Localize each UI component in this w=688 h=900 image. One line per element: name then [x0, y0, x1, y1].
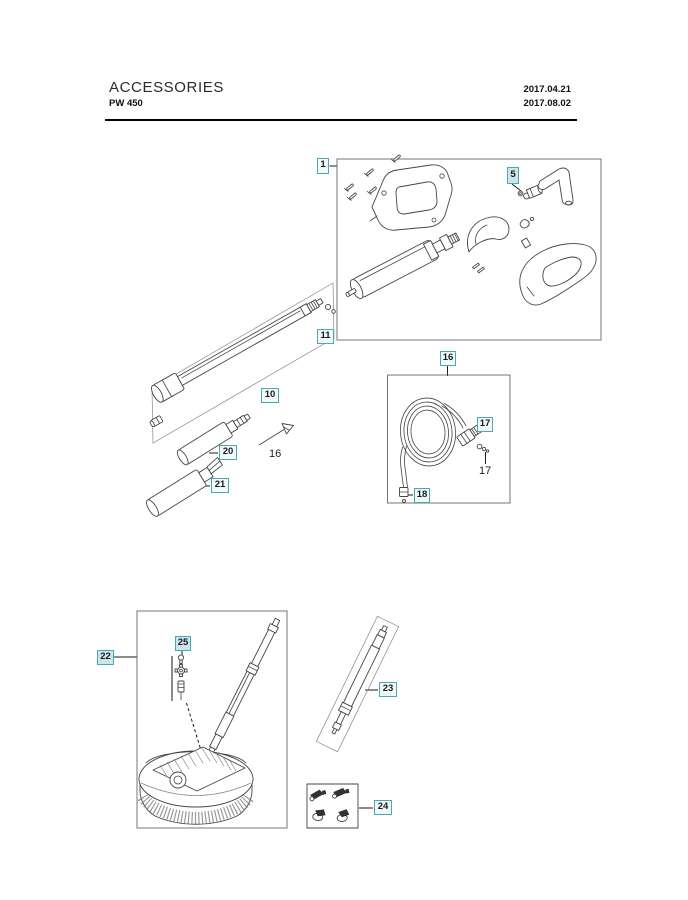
- callout-24: 24: [374, 800, 392, 815]
- label-16: 16: [269, 448, 282, 460]
- part-cleaning-needle: [258, 423, 294, 446]
- figure-gun-assembly: [336, 154, 602, 341]
- callout-10: 10: [261, 388, 279, 403]
- callout-16: 16: [440, 351, 456, 366]
- figure-extension-lance: [315, 615, 400, 753]
- callout-25: 25: [175, 636, 191, 651]
- callout-20: 20: [219, 445, 237, 460]
- part-cleaner-lance: [207, 617, 281, 755]
- callout-18: 18: [414, 488, 430, 503]
- part-trigger-lock: [472, 216, 535, 274]
- part-gun-handle: [519, 243, 597, 306]
- part-lance-nut: [149, 415, 164, 428]
- part-gun-backplate: [369, 164, 453, 231]
- figure-hose-kit: [387, 374, 511, 504]
- part-hose-end: [399, 487, 409, 503]
- part-flat-nozzle: [146, 456, 223, 517]
- part-hose-coupling: [456, 424, 490, 453]
- part-screws: [343, 154, 401, 201]
- revision-date-2: 2017.08.02: [523, 98, 571, 109]
- callout-21: 21: [211, 478, 229, 493]
- callout-11: 11: [317, 329, 334, 344]
- figure-nozzle-kit: [306, 783, 359, 829]
- page-title: ACCESSORIES: [109, 79, 224, 96]
- part-rotary-nozzle: [176, 413, 251, 466]
- callout-17: 17: [477, 417, 493, 432]
- header-rule: [105, 119, 577, 121]
- model-label: PW 450: [109, 98, 143, 109]
- revision-date-1: 2017.04.21: [523, 84, 571, 95]
- part-lance-orings: [324, 303, 336, 314]
- callout-22: 22: [97, 650, 114, 665]
- callout-5: 5: [507, 167, 519, 184]
- callout-1: 1: [317, 158, 329, 174]
- callout-23: 23: [379, 682, 397, 697]
- part-cleaner-deck: [137, 746, 255, 825]
- label-17: 17: [479, 465, 492, 477]
- figure-patio-cleaner: [136, 610, 288, 829]
- part-trigger: [467, 216, 510, 253]
- part-hose-coil: [400, 397, 467, 488]
- part-inlet-elbow: [517, 167, 574, 206]
- part-cleaner-nozzle-set: [174, 654, 188, 701]
- part-small-screw: [345, 288, 357, 297]
- figure-lance-kit: [146, 282, 336, 517]
- part-pump-tube: [349, 232, 461, 300]
- part-spray-lance: [151, 298, 324, 403]
